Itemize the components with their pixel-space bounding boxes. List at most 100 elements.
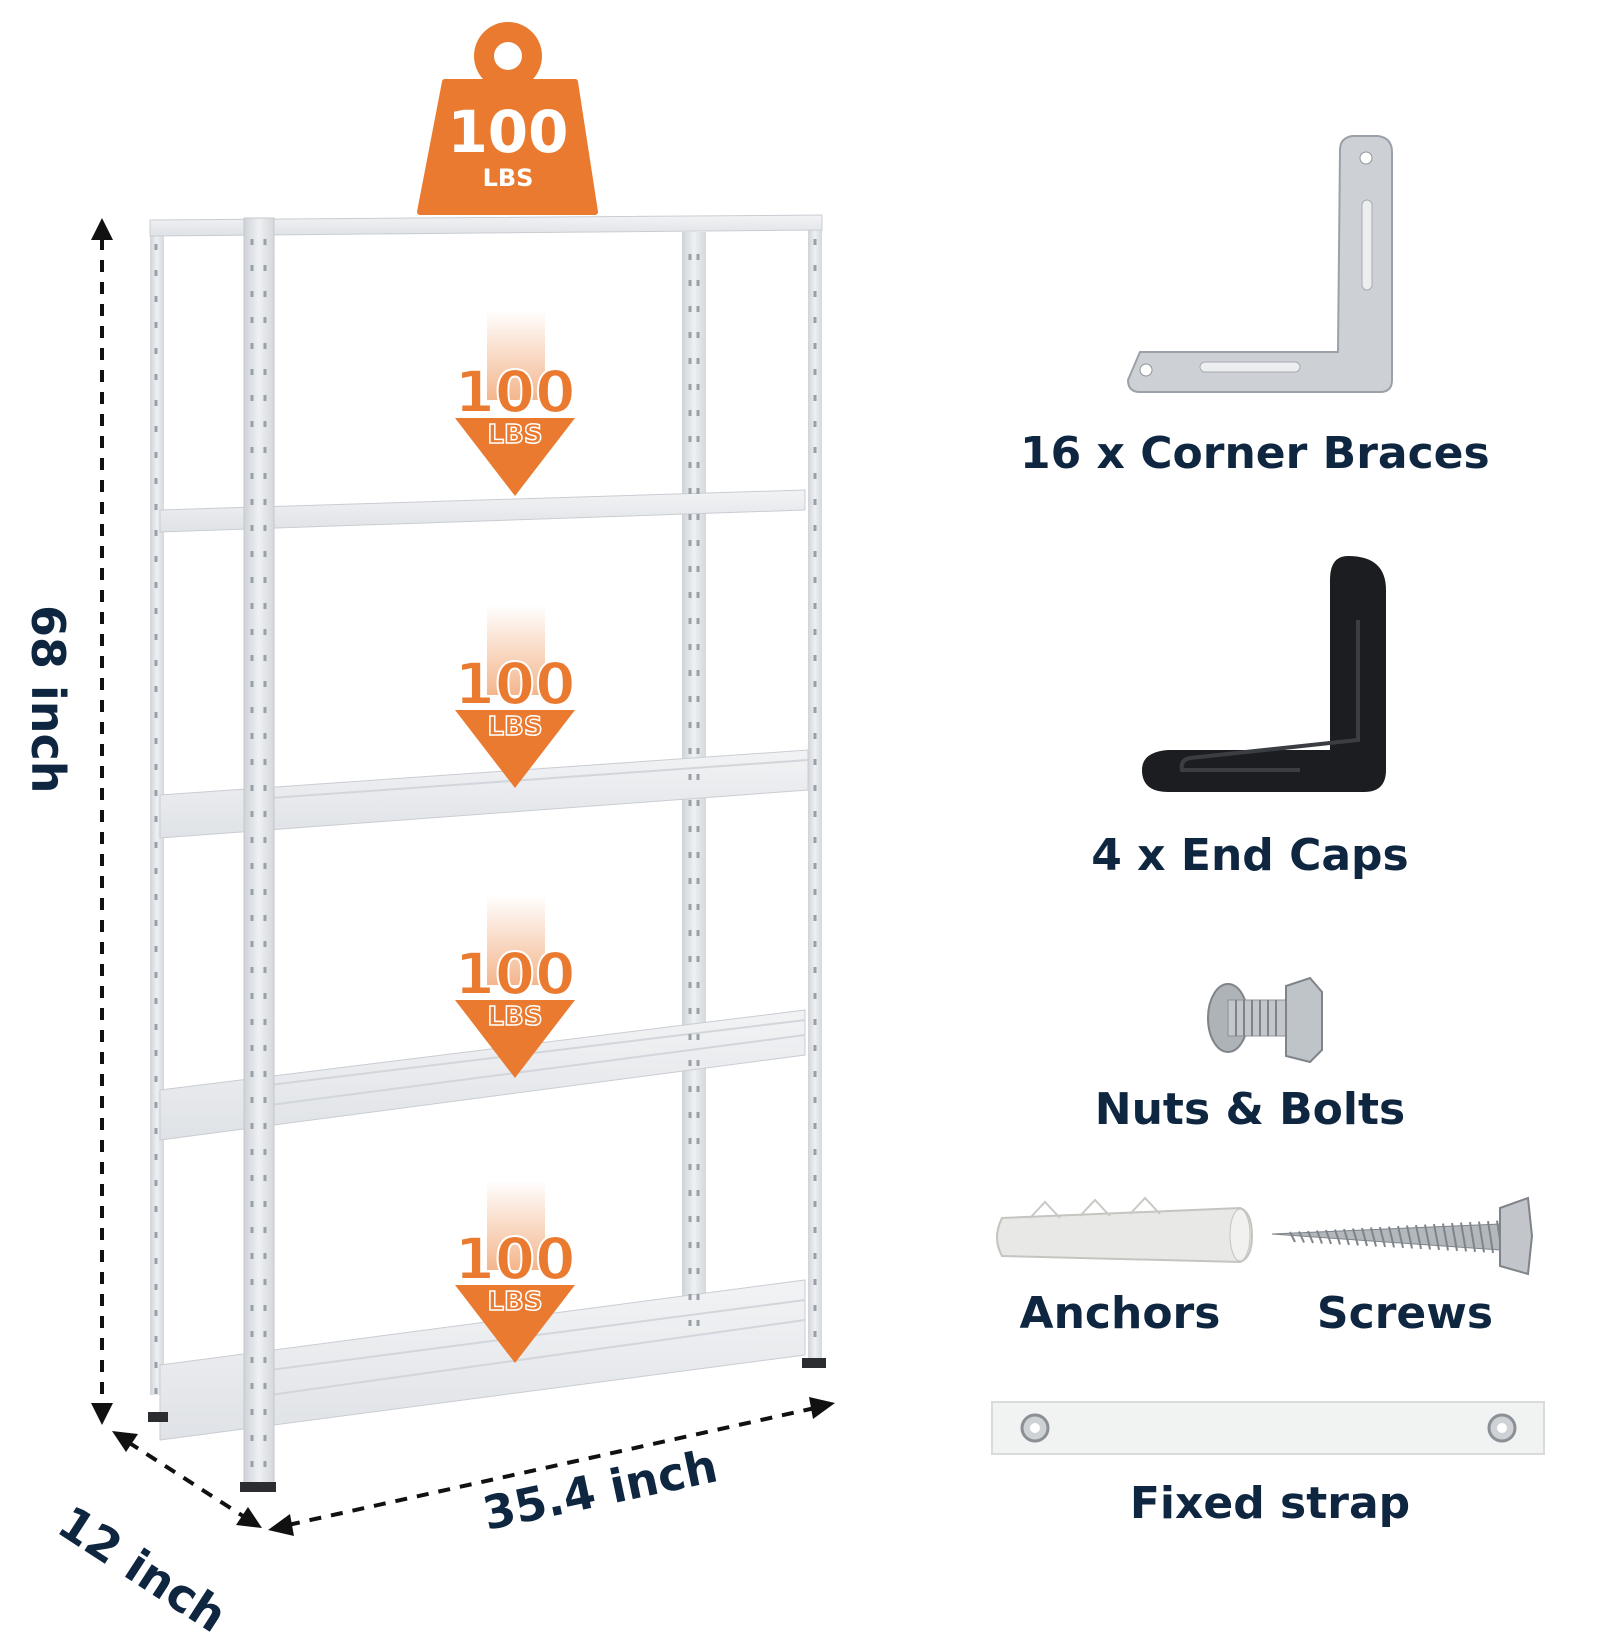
post-hole	[813, 1123, 817, 1129]
post-hole	[696, 852, 700, 858]
post-hole	[813, 655, 817, 661]
post-hole	[250, 1409, 254, 1415]
post-hole	[813, 707, 817, 713]
screw-thread	[1325, 1229, 1332, 1245]
post-hole	[688, 852, 692, 858]
post-hole	[263, 889, 267, 895]
post-hole	[250, 473, 254, 479]
shelf-load-2-value: 100	[453, 649, 576, 719]
end-caps-label: 4 x End Caps	[1091, 830, 1409, 881]
nut-and-bolt-icon	[1207, 976, 1323, 1064]
post-hole	[250, 1019, 254, 1025]
shelving-unit-illustration	[91, 22, 1545, 1536]
screw-thread	[1424, 1224, 1431, 1250]
post-hole	[154, 920, 158, 926]
post-hole	[263, 499, 267, 505]
post-hole	[263, 1123, 267, 1129]
post-hole	[813, 863, 817, 869]
post-hole	[154, 244, 158, 250]
post-hole	[154, 1102, 158, 1108]
foot-back-left	[148, 1412, 168, 1422]
post-hole	[696, 540, 700, 546]
post-hole	[696, 644, 700, 650]
post-hole	[688, 1112, 692, 1118]
post-hole	[813, 577, 817, 583]
screw-thread	[1379, 1226, 1386, 1248]
foot-back-right	[802, 1358, 826, 1368]
post-hole	[688, 618, 692, 624]
screw-thread	[1334, 1229, 1341, 1245]
corner-brace-icon	[1126, 135, 1393, 393]
post-hole	[250, 369, 254, 375]
post-hole	[688, 410, 692, 416]
post-hole	[688, 306, 692, 312]
post-hole	[154, 1076, 158, 1082]
post-hole	[813, 525, 817, 531]
post-hole	[688, 1320, 692, 1326]
post-hole	[263, 1409, 267, 1415]
post-hole	[263, 317, 267, 323]
screw-thread	[1460, 1222, 1467, 1252]
post-hole	[154, 530, 158, 536]
post-hole	[688, 1216, 692, 1222]
post-hole	[263, 369, 267, 375]
post-hole	[813, 681, 817, 687]
post-hole	[263, 837, 267, 843]
post-hole	[154, 972, 158, 978]
screw-thread	[1343, 1228, 1350, 1246]
post-hole	[696, 1112, 700, 1118]
post-hole	[154, 270, 158, 276]
post-hole	[263, 785, 267, 791]
post-hole	[263, 603, 267, 609]
shelf-2	[159, 489, 806, 533]
post-hole	[154, 894, 158, 900]
post-hole	[696, 514, 700, 520]
screw-thread	[1289, 1231, 1296, 1243]
post-hole	[696, 1294, 700, 1300]
post-hole	[263, 655, 267, 661]
post-hole	[696, 1216, 700, 1222]
shelf-load-4-value: 100	[453, 1224, 576, 1294]
post-hole	[696, 306, 700, 312]
post-hole	[813, 473, 817, 479]
post-hole	[696, 358, 700, 364]
post-hole	[813, 343, 817, 349]
post-hole	[263, 967, 267, 973]
post-hole	[696, 696, 700, 702]
post-hole	[250, 1331, 254, 1337]
post-hole	[250, 681, 254, 687]
post-hole	[813, 447, 817, 453]
post-hole	[154, 868, 158, 874]
post-hole	[250, 941, 254, 947]
post-hole	[696, 254, 700, 260]
post-hole	[250, 239, 254, 245]
post-hole	[263, 1435, 267, 1441]
post-hole	[696, 930, 700, 936]
shelf-4	[159, 1009, 806, 1141]
post-hole	[813, 889, 817, 895]
post-hole	[154, 816, 158, 822]
post-hole	[263, 915, 267, 921]
screw-icon	[1271, 1196, 1534, 1276]
post-hole	[688, 748, 692, 754]
post-hole	[154, 764, 158, 770]
post-hole	[696, 1086, 700, 1092]
post-hole	[263, 473, 267, 479]
post-hole	[688, 1164, 692, 1170]
end-cap-icon	[1142, 556, 1386, 792]
post-hole	[813, 265, 817, 271]
post-hole	[250, 733, 254, 739]
post-hole	[263, 525, 267, 531]
post-hole	[154, 1336, 158, 1342]
post-hole	[154, 608, 158, 614]
post-hole	[250, 1305, 254, 1311]
post-hole	[688, 436, 692, 442]
top-weight-unit: LBS	[482, 164, 534, 192]
post-hole	[263, 681, 267, 687]
post-hole	[250, 499, 254, 505]
height-dimension-line	[91, 218, 113, 1425]
post-hole	[688, 358, 692, 364]
post-hole	[696, 592, 700, 598]
post-hole	[263, 1097, 267, 1103]
post-hole	[813, 1149, 817, 1155]
